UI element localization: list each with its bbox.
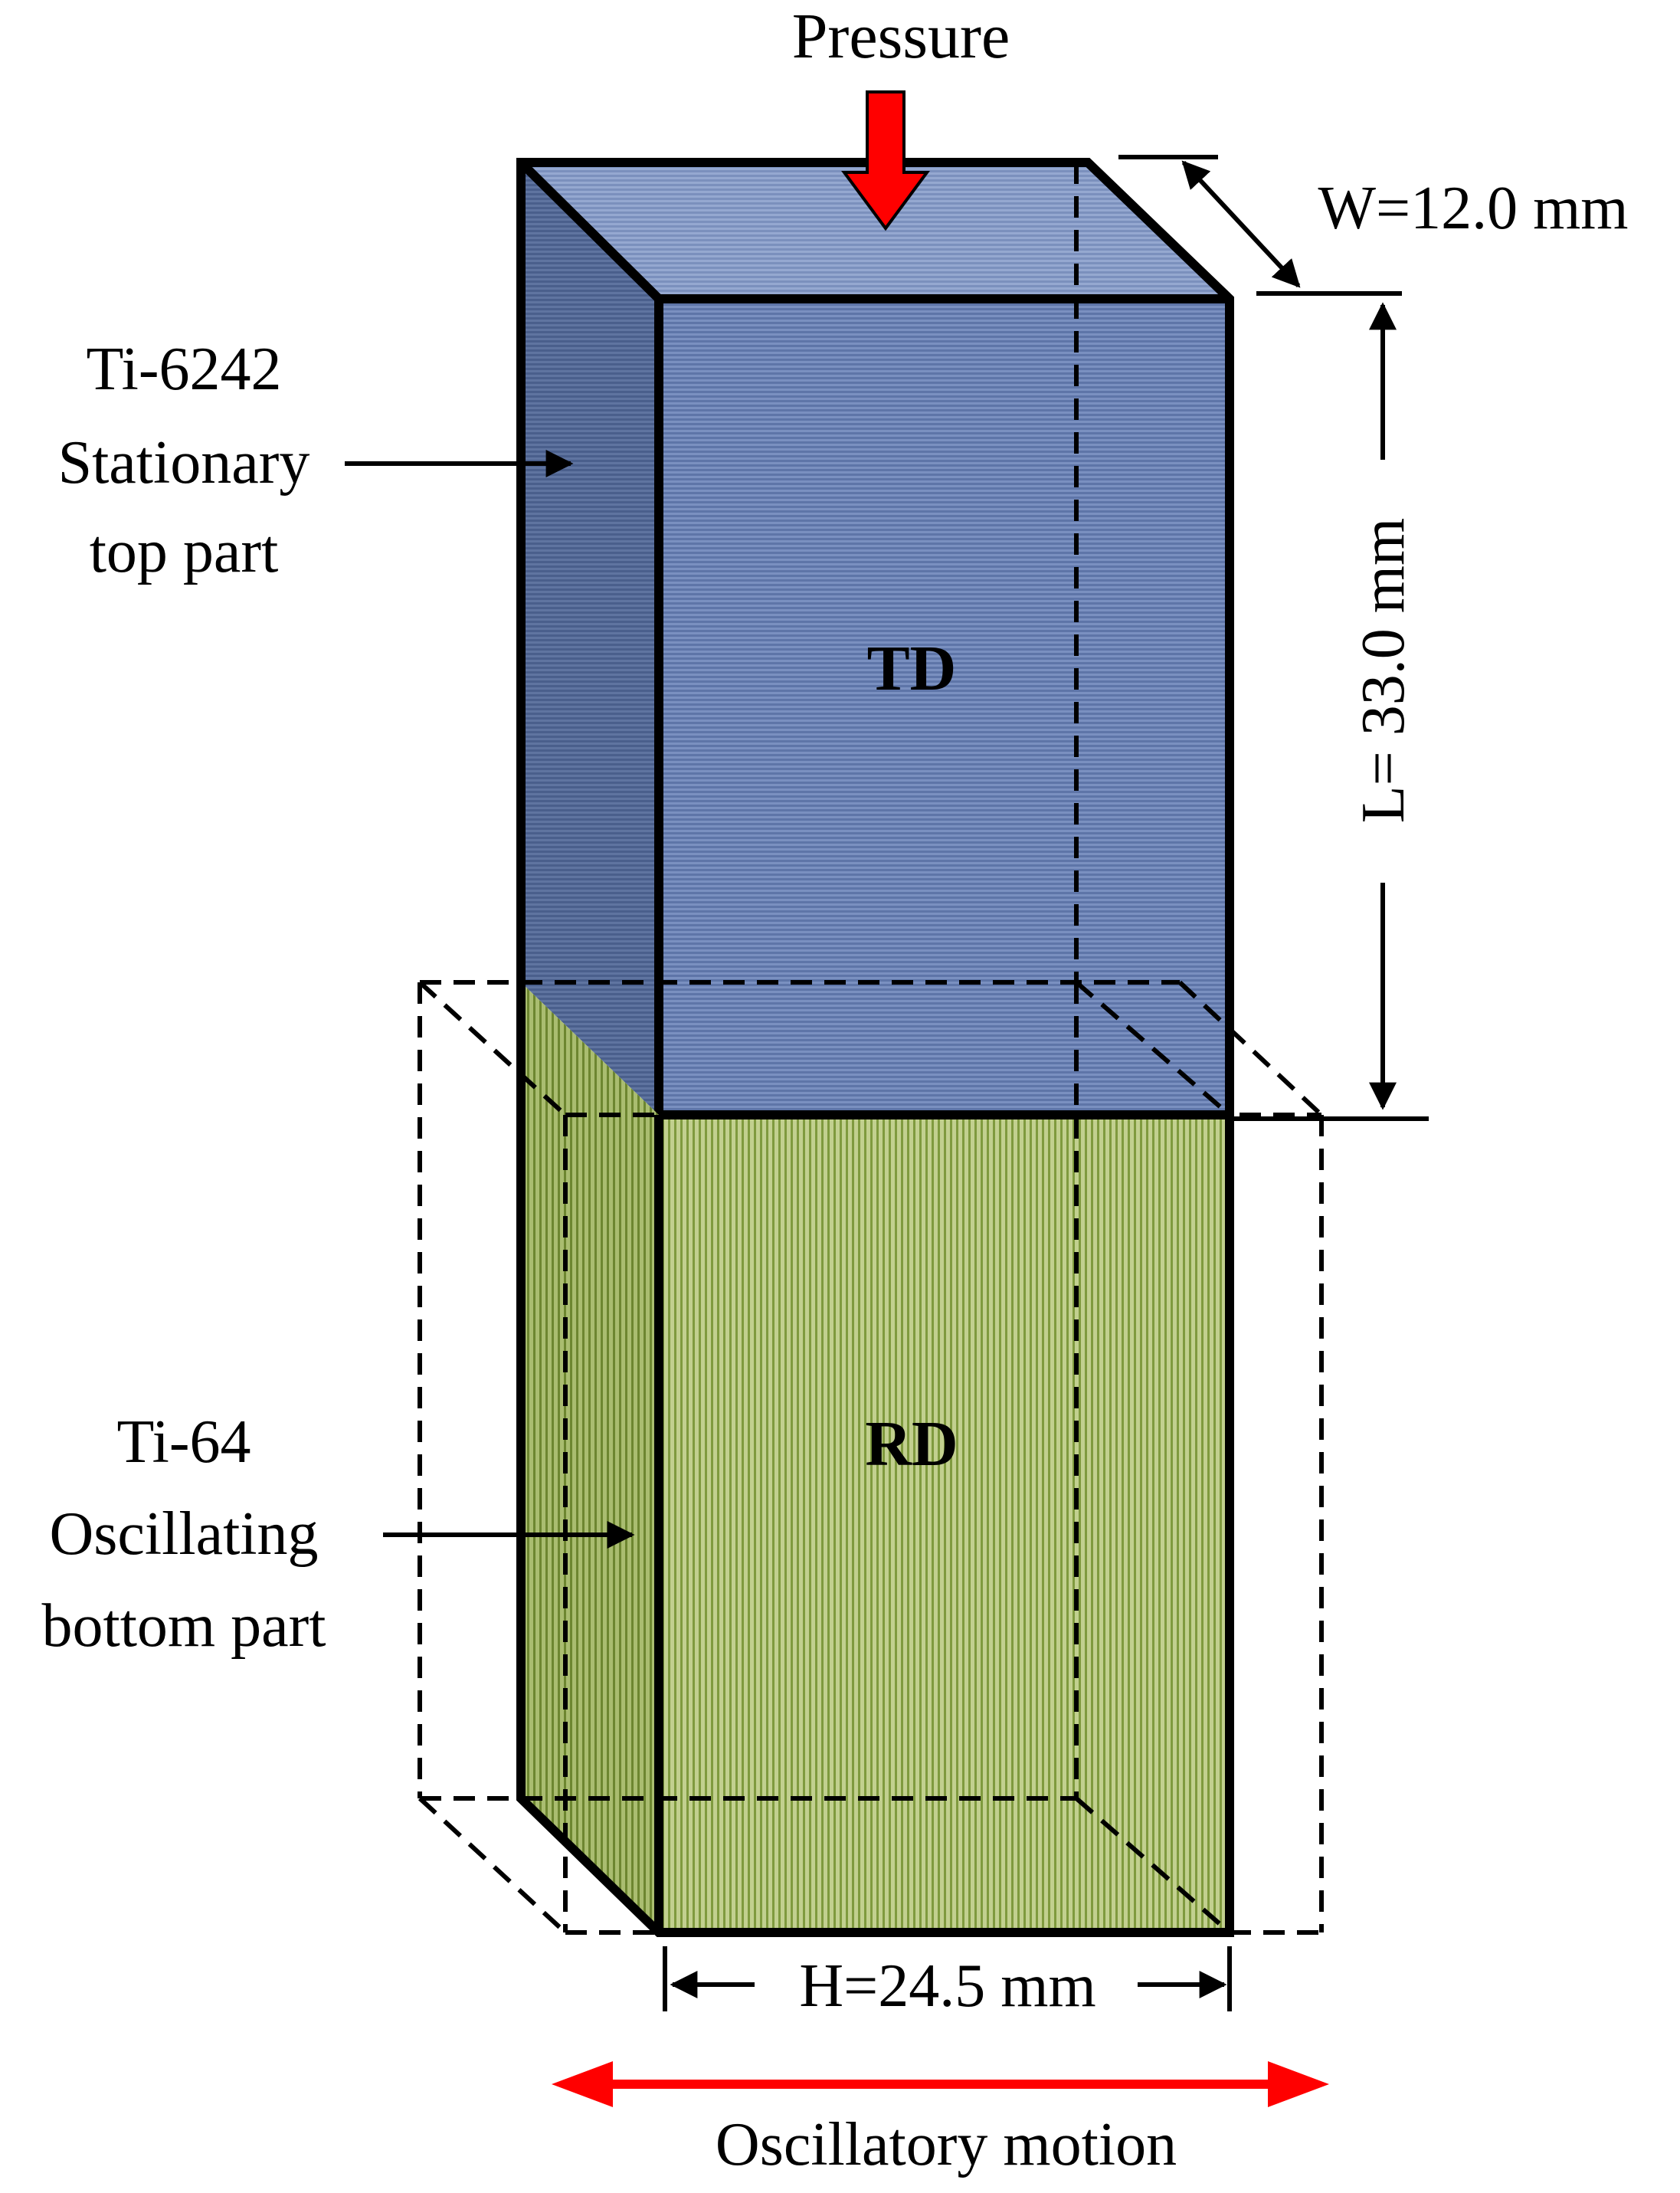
oscillatory-motion-label: Oscillatory motion [716,2111,1177,2178]
bottom-material-line-1: Ti-64 [117,1408,251,1476]
bottom-material-line-2: Oscillating [49,1500,318,1568]
oscillation-envelope-outline [418,980,1324,1935]
bottom-part-front-face [659,1115,1230,1932]
top-part-front-face [659,299,1230,1115]
height-label: H=24.5 mm [799,1952,1095,2020]
top-material-line-2: Stationary [58,429,310,497]
bottom-part-left-face [521,982,659,1932]
top-part-block [516,158,1234,1119]
top-part-top-face [521,162,1230,299]
height-dimension [663,1946,1232,2011]
pressure-label: Pressure [792,1,1010,72]
td-face-label: TD [867,633,957,704]
width-label: W=12.0 mm [1318,175,1628,242]
bottom-part-block [516,980,1234,1937]
top-material-line-1: Ti-6242 [87,336,282,403]
length-dimension [1230,291,1429,1121]
oscillatory-motion-arrow [552,2061,1329,2107]
pressure-arrow [841,90,930,231]
length-label: L= 33.0 mm [1350,518,1417,823]
top-part-left-face [521,162,659,1115]
rd-face-label: RD [865,1408,958,1480]
bottom-material-line-3: bottom part [41,1592,326,1660]
top-material-line-3: top part [90,518,279,585]
